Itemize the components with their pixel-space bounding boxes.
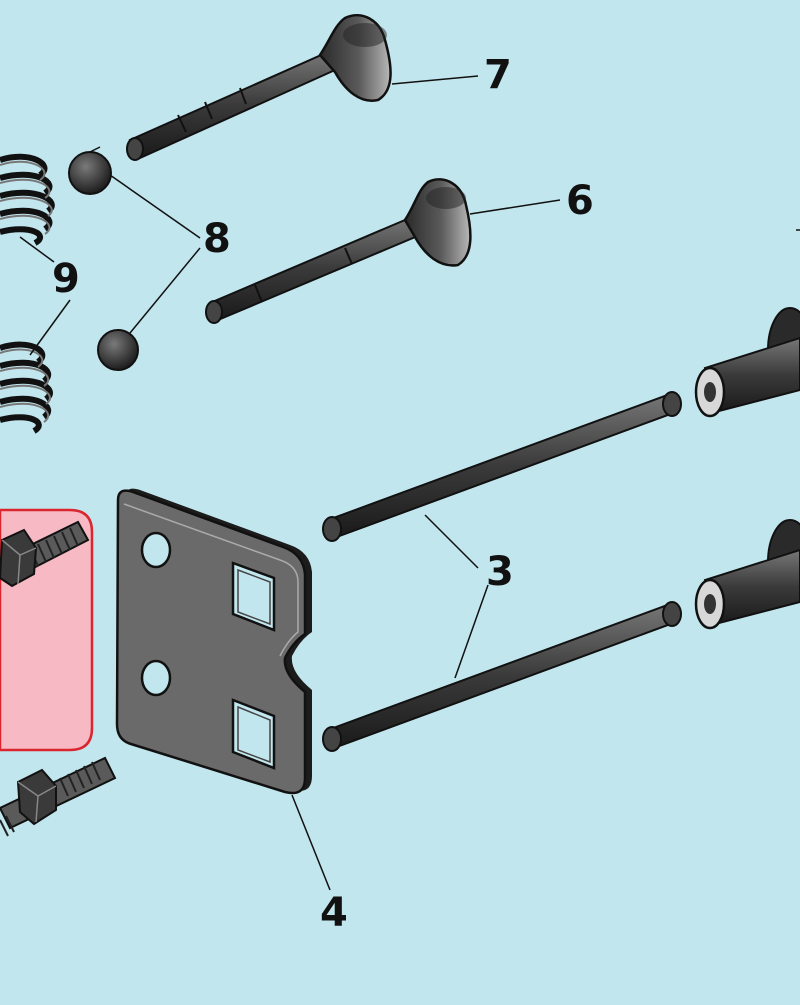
valve-springs (0, 153, 55, 434)
callout-7: 7 (484, 52, 512, 98)
callout-9: 9 (52, 256, 80, 302)
highlighted-part-box (0, 508, 94, 752)
valve-intake (205, 178, 472, 324)
callout-labels: 7 6 8 9 3 4 (52, 52, 594, 936)
valve-exhaust (126, 14, 392, 161)
leader-lines (19, 75, 800, 891)
guide-plate (115, 488, 312, 795)
callout-8: 8 (203, 216, 231, 262)
stud-bolt (0, 756, 117, 837)
callout-6: 6 (566, 178, 594, 224)
stud-bolt-highlighted (0, 520, 90, 588)
callout-3: 3 (486, 549, 514, 595)
callout-4: 4 (320, 890, 348, 936)
valve-caps (68, 151, 139, 371)
push-rods (322, 391, 682, 752)
tappets (694, 307, 800, 630)
